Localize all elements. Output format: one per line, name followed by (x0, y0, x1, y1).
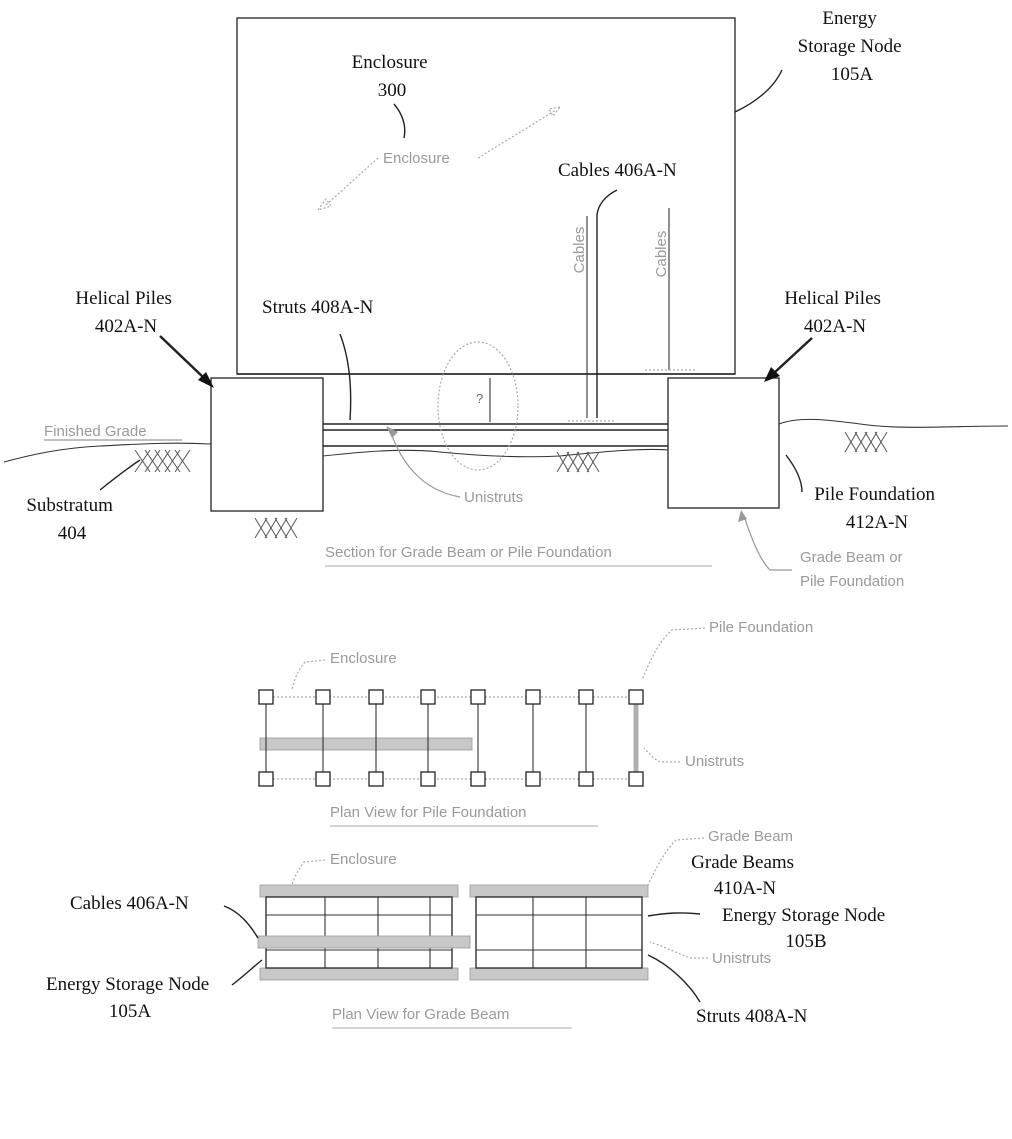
substratum-hatch-4 (845, 432, 887, 452)
pile-plan-pile (471, 690, 485, 704)
section-view: Energy Storage Node 105A Enclosure 300 E… (4, 8, 1008, 590)
beam-plan-caption: Plan View for Grade Beam (332, 1006, 509, 1023)
pile-plan-enclosure-label: Enclosure (330, 650, 397, 667)
beam-plan-cable-band (258, 936, 470, 948)
pile-plan-pile (259, 690, 273, 704)
pile-plan-pile (259, 772, 273, 786)
beam-plan-right-bottom-beam (470, 968, 648, 980)
pile-plan-pile (579, 690, 593, 704)
cables-vertical-label-1: Cables (571, 227, 588, 274)
pile-plan-pile (421, 690, 435, 704)
beam-plan-cables-leader (224, 906, 258, 938)
pile-plan-pile (629, 690, 643, 704)
pile-left (211, 378, 323, 511)
pile-plan-pile (471, 772, 485, 786)
energy-storage-node-leader (735, 70, 782, 112)
pile-plan-column (526, 690, 540, 786)
struts-ref-label: Struts 408A-N (262, 297, 374, 318)
pile-foundation-leader (786, 455, 802, 492)
svg-text:?: ? (476, 391, 483, 406)
beam-plan-cables-ref: Cables 406A-N (70, 893, 189, 914)
section-caption: Section for Grade Beam or Pile Foundatio… (325, 544, 612, 561)
helical-piles-left-label: Helical Piles 402A-N (75, 288, 176, 337)
pile-plan-pile (316, 690, 330, 704)
cables-vertical-label-2: Cables (653, 231, 670, 278)
pile-plan-pile (526, 772, 540, 786)
beam-plan-grade-beams-ref: Grade Beams 410A-N (691, 852, 799, 899)
finished-grade-line-center (323, 449, 668, 456)
finished-grade-line-right (779, 419, 1008, 427)
helical-right-arrow (774, 338, 812, 373)
grade-beam-leader (744, 516, 792, 570)
enclosure-inner-label: Enclosure (383, 150, 450, 167)
beam-plan-esn-a-leader (232, 960, 262, 985)
beam-plan-unistruts-label: Unistruts (712, 950, 771, 967)
finished-grade-label: Finished Grade (44, 423, 147, 440)
pile-plan-pile-foundation-label: Pile Foundation (709, 619, 813, 636)
pile-plan-pile (421, 772, 435, 786)
beam-plan-left-top-beam (260, 885, 458, 897)
beam-plan-energy-storage-node-a: Energy Storage Node 105A (46, 974, 214, 1022)
pile-plan-pile (579, 772, 593, 786)
pile-plan-unistruts-label: Unistruts (685, 753, 744, 770)
substratum-hatch-3 (557, 452, 599, 472)
pile-right (668, 378, 779, 508)
beam-plan-left-bottom-beam (260, 968, 458, 980)
pile-plan-pile (369, 772, 383, 786)
grade-beam-label: Grade Beam or Pile Foundation (800, 549, 907, 590)
beam-plan-grade-beam-label: Grade Beam (708, 828, 793, 845)
beam-plan-view: Enclosure Grade Beam Grade Beams 410A-N … (46, 828, 890, 1028)
enclosure-outline (237, 18, 735, 374)
finished-grade-line-left (4, 443, 211, 462)
pile-foundation-ref-label: Pile Foundation 412A-N (814, 484, 940, 533)
beam-plan-energy-storage-node-b: Energy Storage Node 105B (722, 905, 890, 952)
pile-plan-caption: Plan View for Pile Foundation (330, 804, 527, 821)
beam-plan-enclosure-label: Enclosure (330, 851, 397, 868)
substratum-leader (100, 460, 140, 490)
pile-plan-column (579, 690, 593, 786)
pile-plan-column (629, 690, 643, 786)
cables-ref-label: Cables 406A-N (558, 160, 677, 181)
pile-plan-column (471, 690, 485, 786)
helical-piles-right-label: Helical Piles 402A-N (784, 288, 885, 337)
substratum-hatch-1 (135, 450, 190, 472)
substratum-label: Substratum 404 (26, 495, 117, 544)
pile-plan-pile (369, 690, 383, 704)
pile-plan-pile (629, 772, 643, 786)
helical-left-arrow (160, 336, 204, 378)
substratum-hatch-2 (255, 518, 297, 538)
unistruts-leader (390, 430, 460, 497)
beam-plan-struts-leader (648, 955, 700, 1002)
pile-plan-cable-band (260, 738, 472, 750)
pile-plan-pile (316, 772, 330, 786)
pile-plan-pile (526, 690, 540, 704)
beam-plan-right-top-beam (470, 885, 648, 897)
pile-plan-view: Pile Foundation Enclosure Unistruts Plan… (259, 619, 813, 826)
energy-storage-node-label: Energy Storage Node 105A (798, 8, 907, 85)
beam-plan-struts-ref: Struts 408A-N (696, 1006, 808, 1027)
unistruts-label: Unistruts (464, 489, 523, 506)
